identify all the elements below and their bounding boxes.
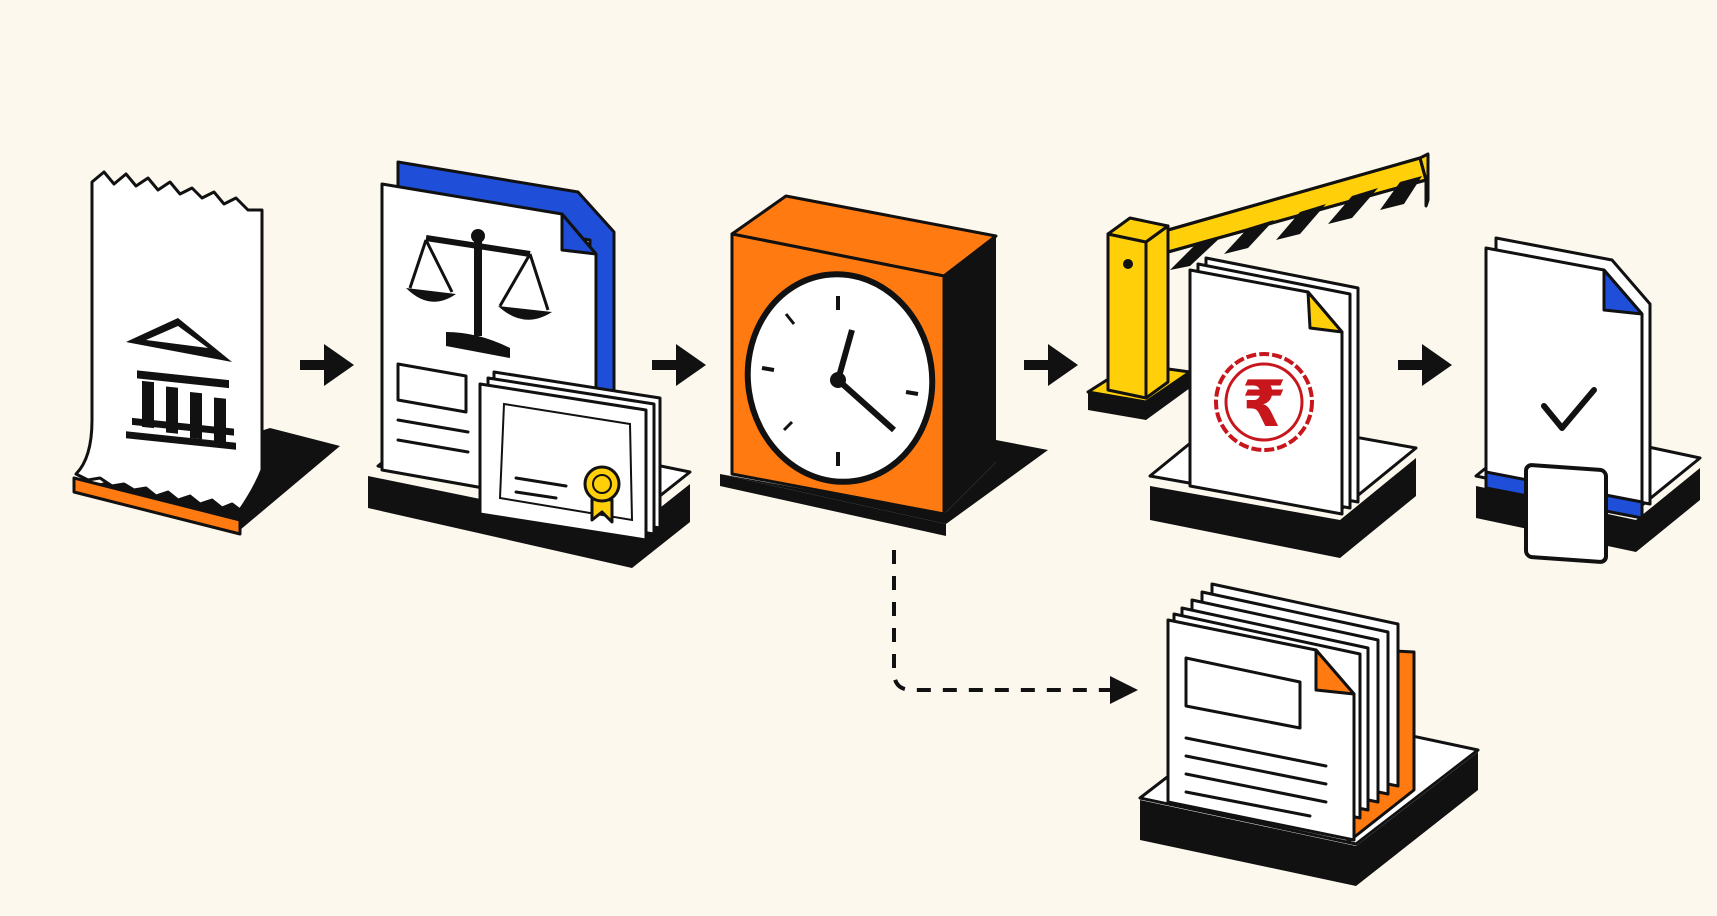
receipt-base: [72, 476, 242, 536]
flow-arrow-1: [300, 344, 354, 386]
document-files: [1138, 582, 1480, 886]
scales-of-justice-icon: [406, 229, 552, 358]
checkmark-icon: [1524, 387, 1608, 564]
legal-documents: [368, 160, 692, 568]
barrier-post: [1106, 232, 1148, 400]
invoice-document: [1188, 268, 1344, 516]
approved-sheet: [1484, 246, 1644, 514]
barrier-base-shadow: [1088, 372, 1190, 420]
payment-base-shadow: [1150, 458, 1416, 558]
payment-barrier: ₹: [1086, 152, 1430, 558]
branch-connector: [892, 550, 1138, 704]
clock-icon: [744, 271, 936, 485]
clock-shadow: [720, 440, 1048, 524]
bank-receipt: [72, 170, 340, 536]
bank-icon: [126, 318, 236, 450]
rupee-stamp-icon: ₹: [1214, 352, 1314, 452]
branch-arrowhead: [1110, 676, 1138, 704]
flow-arrow-2: [652, 344, 706, 386]
files-base-shadow: [1140, 752, 1478, 886]
form-box: [396, 362, 468, 414]
certificate: [478, 382, 648, 542]
clock-box-side: [944, 236, 996, 514]
certificate-seal-icon: [583, 465, 621, 524]
approved-document: [1474, 236, 1702, 564]
waiting-period: [720, 194, 1048, 536]
barrier-arm: [1166, 152, 1430, 270]
rupee-symbol: ₹: [1242, 368, 1287, 442]
flow-arrow-3: [1024, 344, 1078, 386]
files-form-box: [1184, 656, 1302, 730]
flow-arrow-4: [1398, 344, 1452, 386]
